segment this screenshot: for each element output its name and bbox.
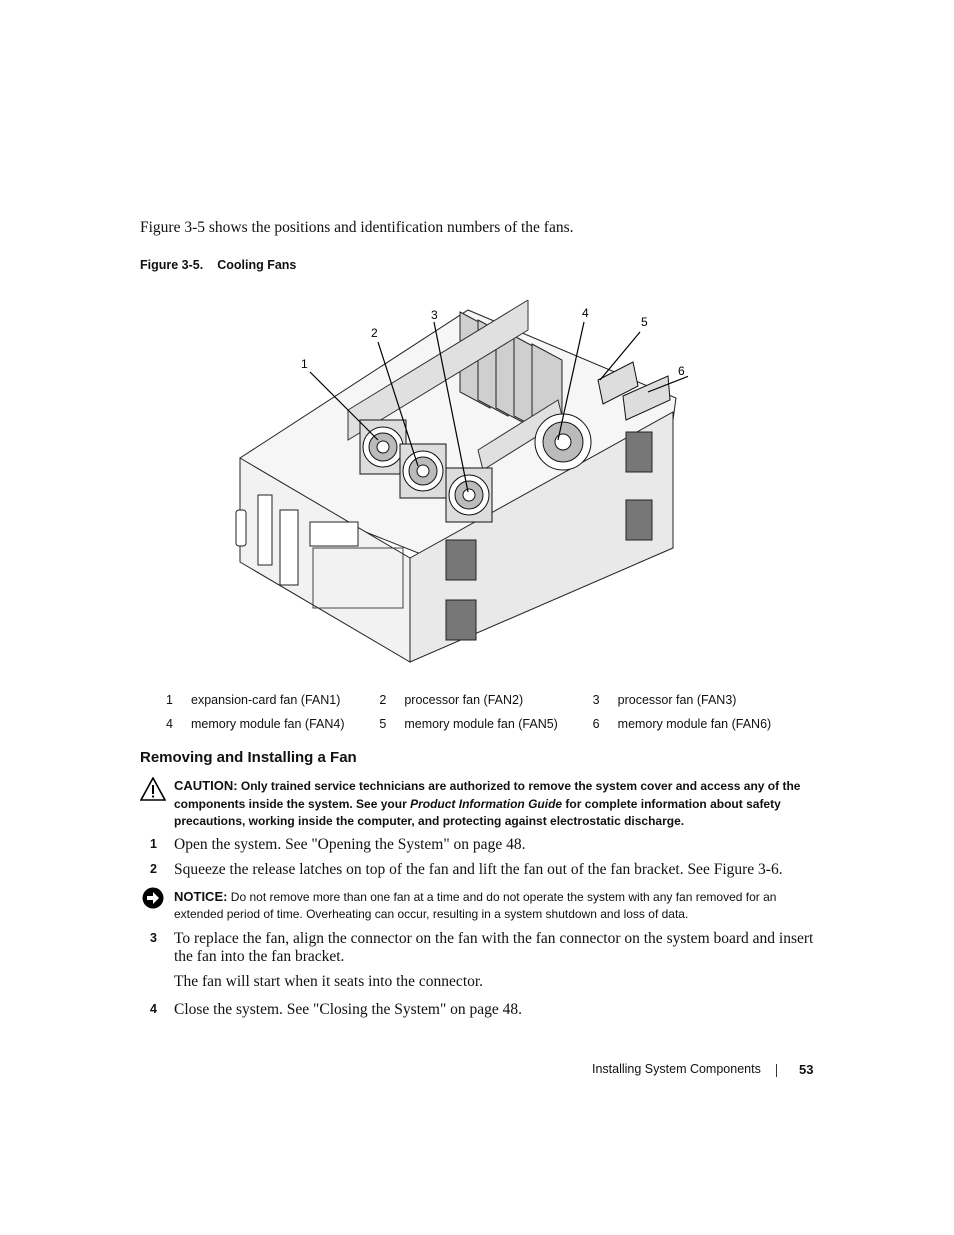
intro-paragraph: Figure 3-5 shows the positions and ident…	[140, 219, 574, 236]
callout-3: 3	[431, 308, 438, 322]
fan-5	[597, 361, 639, 405]
section-heading: Removing and Installing a Fan	[140, 749, 357, 766]
fan-2	[399, 443, 447, 499]
caution-label: CAUTION:	[174, 778, 238, 793]
figure-title: Cooling Fans	[217, 258, 297, 272]
callout-6: 6	[678, 364, 685, 378]
notice-label: NOTICE:	[174, 889, 228, 904]
fan-3	[445, 467, 493, 523]
front-vent-grid	[312, 547, 404, 609]
footer-chapter-title: Installing System Components	[592, 1062, 761, 1076]
cooling-fans-illustration: 1 2 3 4 5 6	[235, 300, 688, 663]
warning-triangle-icon	[140, 777, 166, 801]
figure-label: Figure 3-5.	[140, 258, 204, 272]
callout-1: 1	[301, 357, 308, 371]
fan-4	[534, 413, 592, 471]
caution-text: CAUTION: Only trained service technician…	[174, 778, 801, 828]
notice-text: NOTICE: Do not remove more than one fan …	[174, 889, 777, 921]
figure-caption: Figure 3-5. Cooling Fans	[140, 258, 296, 272]
fan-6	[622, 375, 671, 421]
product-information-guide: Product Information Guide	[410, 796, 563, 811]
notice-arrow-icon	[142, 887, 164, 909]
callout-2: 2	[371, 326, 378, 340]
callout-5: 5	[641, 315, 648, 329]
page-number: 53	[799, 1062, 814, 1077]
footer-divider	[776, 1064, 777, 1077]
callout-4: 4	[582, 306, 589, 320]
fan-shapes	[359, 361, 671, 523]
